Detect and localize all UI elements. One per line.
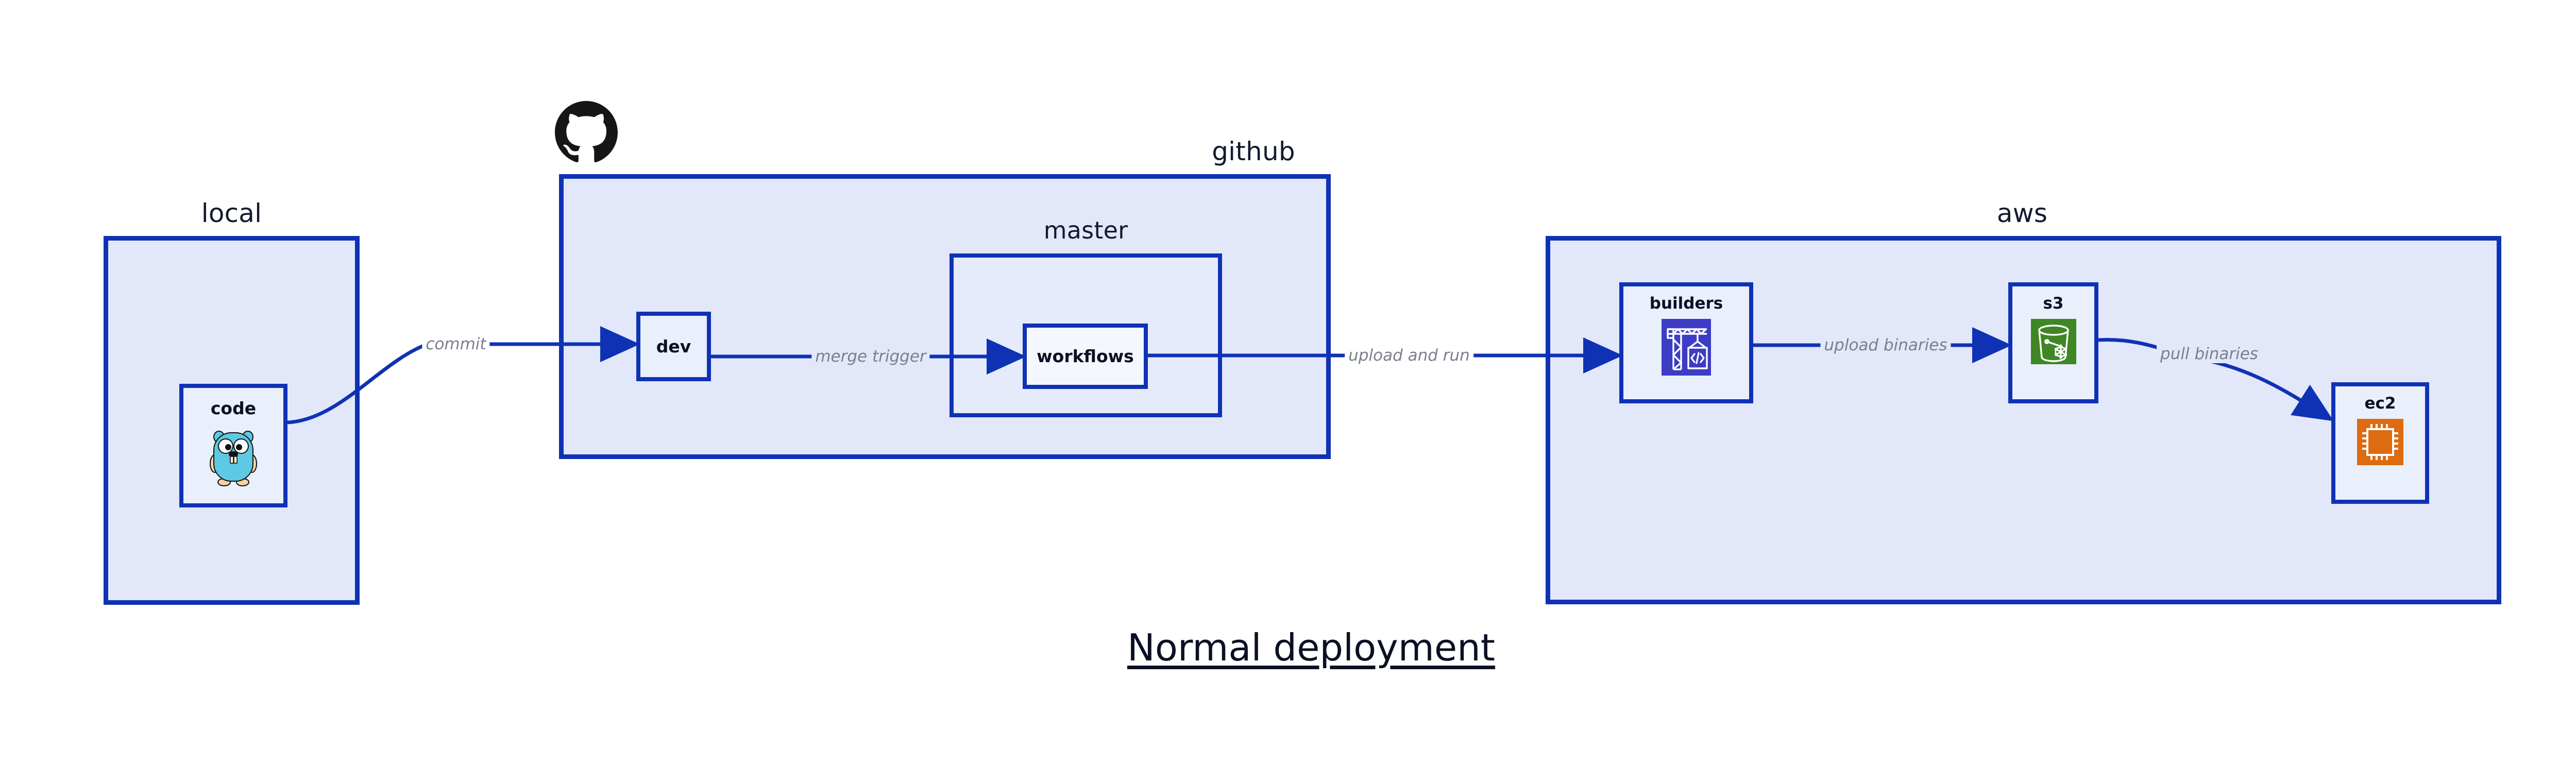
group-label-aws: aws xyxy=(1996,198,2048,228)
diagram-title: Normal deployment xyxy=(1127,626,1496,669)
node-s3[interactable]: s3 xyxy=(2008,282,2098,403)
node-workflows[interactable]: workflows xyxy=(1023,324,1148,389)
node-label-ec2: ec2 xyxy=(2364,394,2396,413)
edge-label-upload-and-run: upload and run xyxy=(1345,346,1473,365)
edge-label-commit: commit xyxy=(422,335,490,353)
edge-label-upload-binaries: upload binaries xyxy=(1820,336,1951,354)
node-dev[interactable]: dev xyxy=(636,312,711,381)
group-label-github: github xyxy=(1212,137,1295,166)
edge-label-pull-binaries: pull binaries xyxy=(2157,345,2262,363)
github-octocat-icon xyxy=(555,101,618,166)
node-label-workflows: workflows xyxy=(1037,346,1134,366)
node-ec2[interactable]: ec2 xyxy=(2331,382,2429,504)
node-label-code: code xyxy=(210,398,257,418)
node-builders[interactable]: builders xyxy=(1619,282,1753,403)
aws-ec2-chip-icon xyxy=(2357,419,2403,467)
node-label-dev: dev xyxy=(656,336,691,356)
group-label-master: master xyxy=(1043,216,1128,244)
group-label-local: local xyxy=(201,198,262,228)
aws-s3-glacier-icon xyxy=(2030,319,2076,366)
aws-codebuild-icon xyxy=(1662,319,1711,378)
go-gopher-icon xyxy=(209,426,258,488)
edge-label-merge-trigger: merge trigger xyxy=(811,347,930,366)
node-code[interactable]: code xyxy=(179,384,287,507)
edge-commit-path xyxy=(287,326,640,425)
node-label-builders: builders xyxy=(1649,294,1723,313)
node-label-s3: s3 xyxy=(2043,294,2064,313)
